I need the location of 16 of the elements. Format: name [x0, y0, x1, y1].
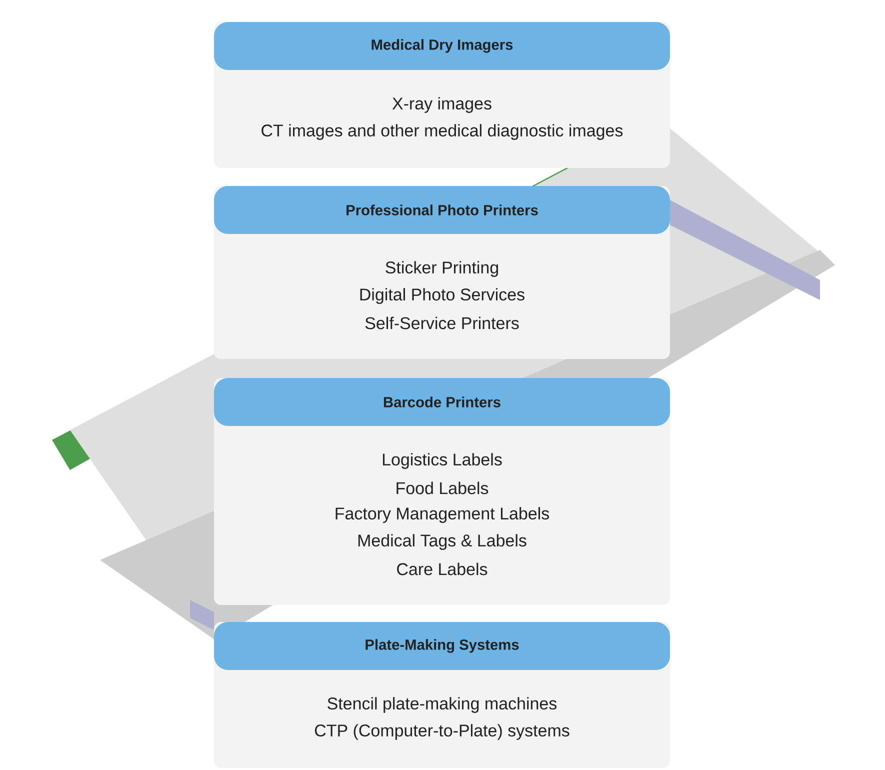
- category-header: Professional Photo Printers: [214, 186, 670, 234]
- application-text: Care Labels: [397, 562, 488, 576]
- application-text: CTP (Computer-to-Plate) systems: [314, 724, 570, 740]
- application-text: Self-Service Printers: [365, 316, 519, 330]
- application-text: Factory Management Labels: [336, 507, 549, 523]
- application-text: Medical Tags & Labels: [358, 534, 526, 550]
- application-text: Food Labels: [396, 482, 488, 494]
- category-header: Plate-Making Systems: [214, 622, 670, 670]
- application-text: Stencil plate-making machines: [328, 697, 557, 713]
- application-text: CT images and other medical diagnostic images: [262, 124, 623, 140]
- category-header: Medical Dry Imagers: [214, 22, 670, 70]
- application-text: X-ray images: [392, 97, 492, 113]
- application-text: Sticker Printing: [386, 261, 498, 277]
- application-text: Digital Photo Services: [360, 288, 524, 304]
- application-text: Logistics Labels: [382, 453, 502, 469]
- category-header: Barcode Printers: [214, 378, 670, 426]
